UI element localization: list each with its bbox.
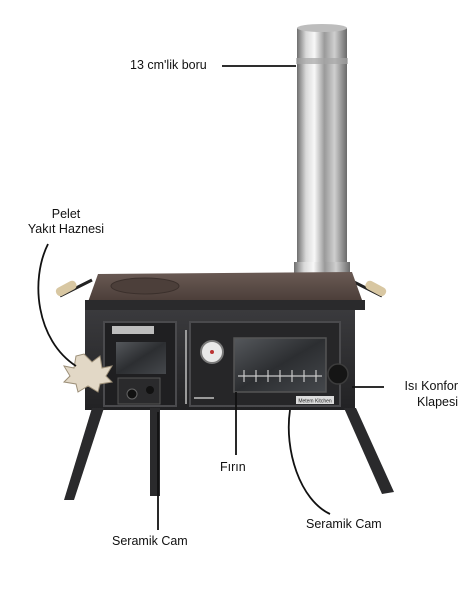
label-heat-line2: Klapesi bbox=[417, 395, 458, 409]
brand-plate: Metem Kitchen bbox=[298, 399, 332, 405]
chimney-pipe bbox=[294, 24, 350, 290]
label-pellet-line2: Yakıt Haznesi bbox=[27, 222, 105, 236]
left-handle bbox=[55, 278, 93, 298]
callout-lines bbox=[37, 65, 384, 530]
top-plate bbox=[85, 272, 365, 310]
callout-pellet bbox=[37, 243, 77, 367]
stove-legs bbox=[64, 408, 394, 500]
label-heat-line1: Isı Konfor bbox=[404, 379, 459, 393]
callout-ceramic-right bbox=[287, 409, 331, 515]
pellet-hopper bbox=[62, 353, 114, 393]
label-pellet-line1: Pelet bbox=[51, 207, 81, 221]
label-ceramic-right: Seramik Cam bbox=[306, 517, 382, 531]
label-oven: Fırın bbox=[220, 460, 246, 474]
stove-body: Metem Kitchen bbox=[85, 310, 355, 410]
label-pipe: 13 cm'lik boru bbox=[130, 58, 207, 72]
label-ceramic-left: Seramik Cam bbox=[112, 534, 188, 548]
